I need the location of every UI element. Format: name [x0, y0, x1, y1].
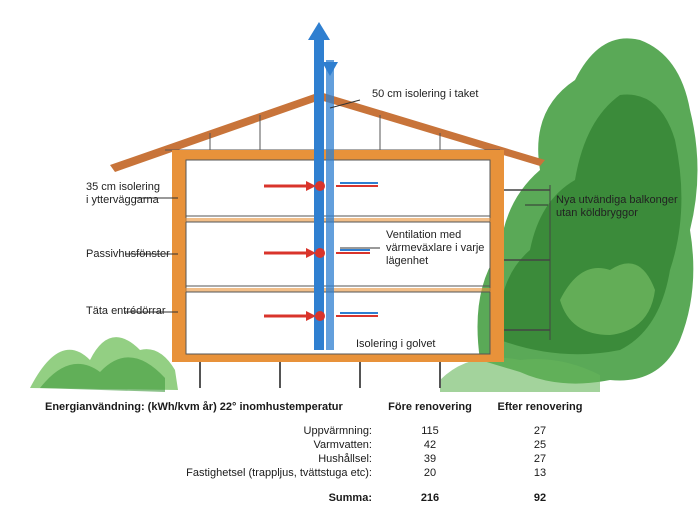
balconies-label-2: utan köldbryggor: [556, 207, 638, 219]
ventilation-label-2: värmeväxlare i varje: [386, 242, 485, 254]
ventilation-label-3: lägenhet: [386, 255, 429, 267]
column-header-before: Före renovering: [388, 401, 472, 413]
tree-right: [440, 38, 698, 392]
grass-left: [30, 337, 178, 392]
row-label: Hushållsel:: [318, 453, 372, 465]
wall-insulation-label-2: i ytterväggarna: [86, 194, 159, 206]
row-before: 39: [423, 453, 437, 465]
column-header-after: Efter renovering: [497, 401, 583, 413]
row-after: 13: [533, 467, 547, 479]
table-title: Energianvändning: (kWh/kvm år) 22° inomh…: [45, 401, 343, 413]
sum-label: Summa:: [328, 492, 372, 504]
row-after: 27: [533, 453, 547, 465]
floor-insulation-label: Isolering i golvet: [356, 338, 436, 350]
row-before: 115: [421, 425, 439, 437]
windows-label: Passivhusfönster: [86, 248, 170, 260]
doors-label: Täta entrédörrar: [86, 305, 166, 317]
row-before: 42: [423, 439, 437, 451]
row-label: Fastighetsel (trapp­ljus, tvättstuga etc…: [186, 467, 372, 479]
building-frame: [172, 150, 504, 388]
row-label: Varmvatten:: [313, 439, 373, 451]
row-before: 20: [423, 467, 437, 479]
row-after: 25: [533, 439, 547, 451]
row-label: Uppvärmning:: [303, 425, 372, 437]
sum-before: 216: [420, 492, 440, 504]
wall-insulation-label-1: 35 cm isolering: [86, 181, 160, 193]
roof-insulation-label: 50 cm isolering i taket: [372, 88, 479, 100]
leader-lines: [125, 99, 548, 313]
balconies-label-1: Nya utvändiga balkonger: [556, 194, 678, 206]
air-flows: [264, 181, 378, 321]
balconies: [504, 185, 551, 340]
house-illustration: [30, 22, 698, 392]
ventilation-label-1: Ventilation med: [386, 229, 462, 241]
row-after: 27: [533, 425, 547, 437]
sum-after: 92: [533, 492, 547, 504]
